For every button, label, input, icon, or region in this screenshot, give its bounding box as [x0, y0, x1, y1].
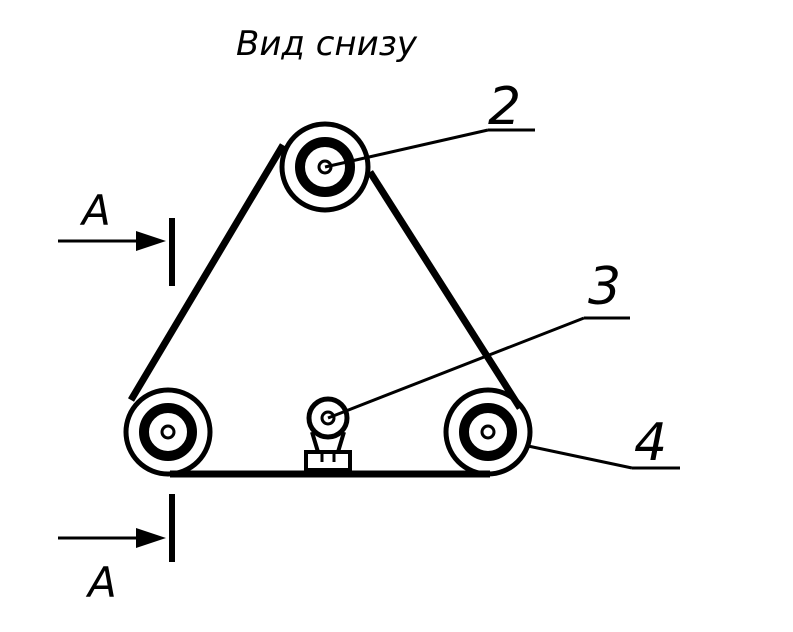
pulley-left	[123, 387, 213, 477]
idler-roller	[304, 396, 352, 472]
callout-4: 4	[634, 413, 667, 473]
callout-2: 2	[488, 77, 521, 137]
callout-3: 3	[588, 257, 621, 317]
pulley-right	[443, 387, 533, 477]
section-label-bottom: A	[85, 558, 117, 607]
section-marker-top	[58, 218, 175, 286]
leader-lines	[324, 128, 680, 470]
view-title: Вид снизу	[236, 24, 418, 64]
belt	[127, 143, 523, 478]
section-label-top: A	[79, 186, 111, 235]
section-marker-bottom	[58, 494, 175, 562]
